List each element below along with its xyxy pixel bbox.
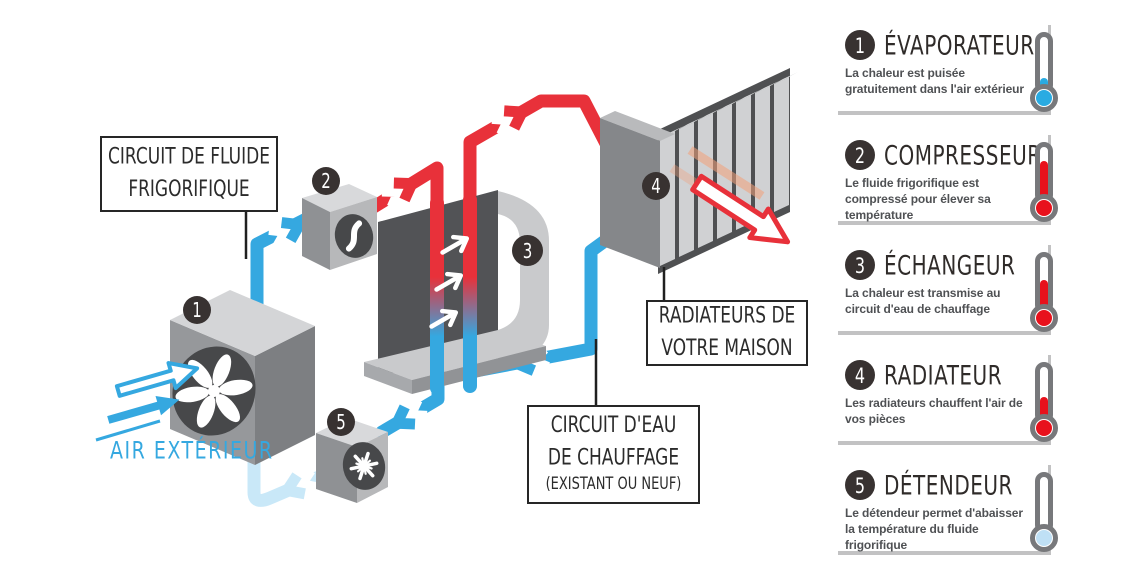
exchanger-unit [364, 190, 549, 395]
label-water-circuit: CIRCUIT D'EAU DE CHAUFFAGE (EXISTANT OU … [527, 405, 700, 504]
legend-item-evaporateur: 1 ÉVAPORATEUR La chaleur est puisée grat… [835, 21, 1058, 112]
legend-item-title: DÉTENDEUR [884, 468, 1013, 502]
heat-pump-diagram [95, 68, 798, 507]
thermometer-icon [1026, 142, 1062, 222]
radiator-unit [600, 68, 798, 274]
badge-evaporator: 1 [183, 296, 211, 324]
label-radiators: RADIATEURS DE VOTRE MAISON [646, 300, 808, 366]
label-line: CIRCUIT DE FLUIDE [108, 144, 270, 171]
pointer-lines [244, 212, 666, 406]
legend-item-title: RADIATEUR [884, 358, 1003, 392]
step-number-badge: 3 [845, 250, 875, 280]
label-line: (EXISTANT OU NEUF) [545, 475, 682, 496]
legend-item-echangeur: 3 ÉCHANGEUR La chaleur est transmise au … [835, 241, 1058, 332]
badge-radiator: 4 [642, 172, 670, 200]
badge-exchanger: 3 [512, 235, 543, 266]
legend-item-detendeur: 5 DÉTENDEUR Le détendeur permet d'abaiss… [835, 461, 1058, 552]
legend-item-description: Les radiateurs chauffent l'air de vos pi… [845, 396, 1023, 426]
step-number-badge: 2 [845, 140, 875, 170]
step-number-badge: 5 [845, 470, 875, 500]
badge-number: 3 [522, 238, 533, 263]
badge-number: 1 [192, 297, 202, 323]
label-fluid-circuit: CIRCUIT DE FLUIDE FRIGORIFIQUE [100, 136, 278, 212]
badge-compressor: 2 [312, 167, 340, 195]
legend-item-title: ÉCHANGEUR [884, 248, 1016, 282]
legend-item-radiateur: 4 RADIATEUR Les radiateurs chauffent l'a… [835, 351, 1058, 442]
legend-item-description: Le détendeur permet d'abaisser la tempér… [845, 506, 1023, 552]
legend-item-title: COMPRESSEUR [884, 138, 1042, 172]
legend-item-description: La chaleur est puisée gratuitement dans … [845, 66, 1024, 96]
legend-item-compresseur: 2 COMPRESSEUR Le fluide frigorifique est… [835, 131, 1058, 222]
outside-air-arrows [95, 361, 200, 442]
label-line: CIRCUIT D'EAU [550, 412, 677, 439]
heat-output-arrow [690, 173, 791, 245]
expansion-valve-unit [316, 418, 388, 503]
compressor-blade-icon [334, 214, 374, 258]
label-line: DE CHAUFFAGE [547, 444, 680, 471]
legend-item-description: La chaleur est transmise au circuit d'ea… [845, 286, 1001, 316]
badge-number: 4 [651, 173, 661, 199]
step-number-badge: 4 [845, 360, 875, 390]
legend-item-description: Le fluide frigorifique est compressé pou… [845, 176, 991, 222]
pipe-pale-return [247, 431, 347, 507]
label-line: FRIGORIFIQUE [128, 176, 250, 203]
label-air-exterieur: AIR EXTÉRIEUR [110, 437, 274, 465]
badge-number: 2 [321, 168, 331, 194]
heat-transfer-arrows [429, 234, 470, 329]
thermometer-icon [1026, 32, 1062, 112]
snowflake-icon [342, 442, 386, 490]
pipe-exchanger-to-radiator [463, 94, 622, 217]
label-line: RADIATEURS DE [658, 303, 796, 330]
badge-number: 5 [336, 409, 346, 435]
legend-item-title: ÉVAPORATEUR [884, 28, 1035, 62]
label-line: VOTRE MAISON [661, 335, 793, 362]
step-number-badge: 1 [845, 30, 875, 60]
badge-expansion-valve: 5 [327, 408, 355, 436]
thermometer-icon [1026, 472, 1062, 552]
thermometer-icon [1026, 252, 1062, 332]
thermometer-icon [1026, 362, 1062, 442]
compressor-unit [302, 184, 377, 270]
